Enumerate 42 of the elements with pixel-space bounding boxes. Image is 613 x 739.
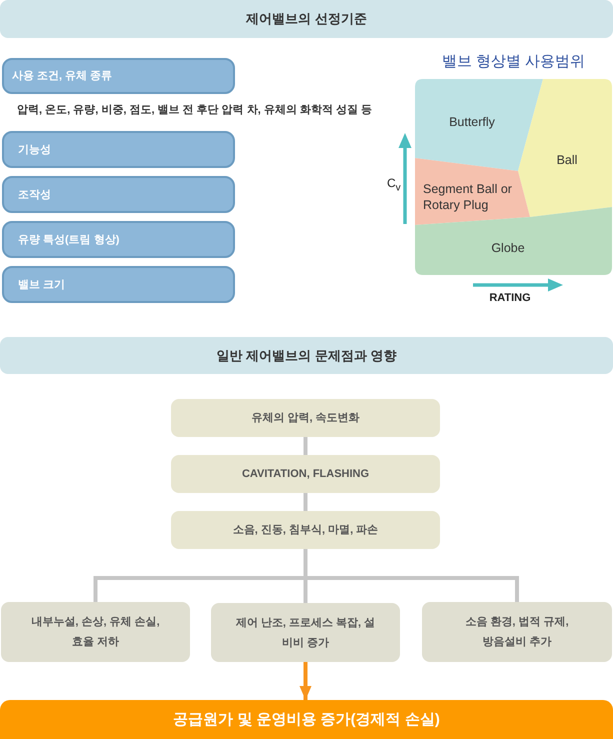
- criteria-box: [2, 266, 235, 303]
- result-banner: [0, 700, 613, 739]
- connector-line: [304, 578, 308, 603]
- axis-label: C$_{v}$: [387, 176, 401, 196]
- criteria-label: 사용 조건, 유체 종류: [12, 69, 112, 84]
- region-label: Ball: [556, 152, 578, 168]
- connector-line: [304, 549, 308, 578]
- arrow: [300, 662, 312, 700]
- criteria-box: [2, 221, 235, 258]
- effect-label: 내부누설, 손상, 유체 손실, 효율 저하: [30, 615, 161, 650]
- connector-line: [304, 493, 308, 511]
- effect-label: 제어 난조, 프로세스 복잡, 설비비 증가: [236, 616, 376, 650]
- chart-title: 밸브 형상별 사용범위: [442, 53, 586, 71]
- connector-line: [304, 437, 308, 455]
- criteria-label: 유량 특성(트림 형상): [18, 232, 120, 248]
- section-header-bar: [0, 337, 613, 374]
- process-label: CAVITATION, FLASHING: [242, 467, 370, 482]
- region-label: Segment Ball or Rotary Plug: [423, 181, 513, 213]
- section-heading: 일반 제어밸브의 문제점과 영향: [216, 348, 396, 364]
- effect-box: [211, 603, 400, 662]
- effect-label: 소음 환경, 법적 규제, 방음설비 추가: [464, 615, 570, 650]
- region-label: Globe: [491, 240, 525, 256]
- effect-box: [1, 602, 190, 662]
- process-label: 소음, 진동, 침부식, 마멸, 파손: [232, 523, 378, 538]
- section-heading: 제어밸브의 선정기준: [246, 11, 367, 27]
- criteria-label: 조작성: [18, 188, 51, 202]
- effect-box: [422, 602, 612, 662]
- criteria-note: 압력, 온도, 유량, 비중, 점도, 밸브 전 후단 압력 차, 유체의 화학적 성질 등: [17, 103, 372, 118]
- process-box: [171, 455, 440, 493]
- process-label: 유체의 압력, 속도변화: [251, 411, 360, 426]
- criteria-label: 밸브 크기: [18, 278, 66, 292]
- criteria-box: [2, 176, 235, 213]
- criteria-label: 기능성: [18, 142, 51, 158]
- connector-line: [306, 576, 519, 602]
- region-label: Butterfly: [449, 114, 495, 130]
- result-label: 공급원가 및 운영비용 증가(경제적 손실): [173, 712, 440, 728]
- process-box: [171, 399, 440, 437]
- process-box: [171, 511, 440, 549]
- connector-line: [94, 576, 306, 602]
- criteria-box: [2, 131, 235, 168]
- axis-label: RATING: [489, 291, 531, 306]
- section-header-bar: [0, 0, 613, 38]
